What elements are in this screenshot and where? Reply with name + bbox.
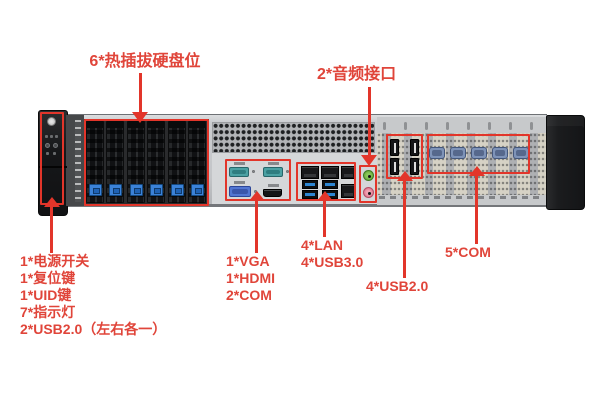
- arrow-up-icon: [397, 171, 413, 181]
- audio-line-out-jack: [363, 170, 374, 181]
- drive-sled: [106, 121, 124, 203]
- drive-latch: [89, 184, 102, 196]
- expansion-slot-area: [377, 117, 546, 205]
- callout-line-drive-bays: [139, 73, 142, 114]
- arrow-up-icon: [249, 191, 265, 201]
- uid-button: [53, 143, 58, 148]
- drive-sled: [188, 121, 206, 203]
- bracket-screw: [404, 122, 407, 130]
- arrow-down-icon: [132, 112, 148, 123]
- com-serial-port: [492, 147, 508, 159]
- bracket-screw: [425, 122, 428, 130]
- label-indicator-leds: 7*指示灯: [20, 304, 76, 320]
- lan-port: [301, 166, 319, 179]
- arrow-down-icon: [361, 155, 377, 166]
- drive-sled: [168, 121, 186, 203]
- label-drive-bays: 6*热插拔硬盘位: [89, 53, 201, 70]
- com-port-label: [268, 162, 279, 165]
- label-hdmi: 1*HDMI: [226, 270, 276, 286]
- vga-port-label: [234, 181, 245, 184]
- arrow-up-icon: [44, 197, 60, 207]
- vent-grid: [212, 122, 375, 153]
- drive-latch: [171, 184, 184, 196]
- callout-line-lan-usb3: [323, 200, 326, 237]
- com-serial-port: [229, 167, 249, 177]
- callout-line-usb2: [403, 180, 406, 278]
- power-button: [47, 117, 56, 126]
- usb3-port: [302, 180, 318, 189]
- bottom-vent-dashes: [379, 196, 544, 199]
- panel-seam: [39, 166, 67, 168]
- com-serial-port: [429, 147, 445, 159]
- arrow-up-icon: [317, 191, 333, 201]
- bracket-screw: [467, 122, 470, 130]
- arrow-up-icon: [469, 166, 485, 176]
- screw: [252, 170, 255, 173]
- bracket-screw: [509, 122, 512, 130]
- status-led: [45, 135, 48, 138]
- label-front-panel-group: 1*电源开关 1*复位键 1*UID键 7*指示灯 2*USB2.0（左右各一）: [20, 253, 166, 338]
- com-serial-port: [471, 147, 487, 159]
- label-audio: 2*音频接口: [317, 66, 397, 83]
- drive-latch: [191, 184, 204, 196]
- label-usb3: 4*USB3.0: [301, 254, 364, 270]
- status-led: [53, 152, 56, 155]
- label-front-usb2: 2*USB2.0（左右各一）: [20, 321, 167, 337]
- usb2-port: [390, 139, 399, 156]
- com-serial-port: [263, 167, 283, 177]
- label-uid-key: 1*UID键: [20, 287, 72, 303]
- label-reset-key: 1*复位键: [20, 270, 76, 286]
- label-vga: 1*VGA: [226, 253, 270, 269]
- label-video-io-group: 1*VGA 1*HDMI 2*COM: [226, 253, 275, 304]
- chassis-rail-vent: [66, 115, 84, 206]
- bracket-screw: [446, 122, 449, 130]
- drive-latch: [109, 184, 122, 196]
- drive-sled: [147, 121, 165, 203]
- hot-swap-drive-bays: [84, 119, 209, 205]
- callout-line-audio: [368, 87, 371, 155]
- usb2-port: [390, 158, 399, 175]
- com-serial-port: [513, 147, 529, 159]
- lan-port: [341, 166, 356, 179]
- usb2-port: [410, 158, 419, 175]
- status-led: [50, 135, 53, 138]
- hdmi-port-label: [268, 184, 279, 187]
- usb2-port: [410, 139, 419, 156]
- slot-brackets: [377, 133, 546, 195]
- callout-line-video-io: [255, 200, 258, 253]
- audio-mic-jack: [363, 187, 374, 198]
- callout-box-drive-bays: [84, 119, 209, 206]
- com-serial-port: [450, 147, 466, 159]
- bracket-screw: [530, 122, 533, 130]
- com-port-label: [234, 162, 245, 165]
- label-power-switch: 1*电源开关: [20, 253, 90, 269]
- callout-box-audio: [359, 165, 377, 203]
- status-led: [46, 152, 49, 155]
- callout-line-com5: [475, 174, 478, 244]
- drive-latch: [130, 184, 143, 196]
- rack-ear-right: [546, 115, 585, 210]
- bracket-screw: [488, 122, 491, 130]
- lan-port: [321, 166, 339, 179]
- label-com5: 5*COM: [445, 244, 491, 260]
- status-led: [55, 135, 58, 138]
- bracket-screw: [383, 122, 386, 130]
- drive-sled: [127, 121, 145, 203]
- screw: [286, 170, 289, 173]
- callout-box-control-panel: [40, 112, 64, 205]
- callout-line-control-panel: [50, 206, 53, 253]
- usb3-port: [322, 180, 338, 189]
- drive-sled: [86, 121, 104, 203]
- label-lan: 4*LAN: [301, 237, 344, 253]
- reset-button: [45, 143, 50, 148]
- label-lan-usb3-group: 4*LAN 4*USB3.0: [301, 237, 363, 271]
- label-com2: 2*COM: [226, 287, 272, 303]
- drive-latch: [150, 184, 163, 196]
- label-usb2-rear: 4*USB2.0: [366, 278, 429, 294]
